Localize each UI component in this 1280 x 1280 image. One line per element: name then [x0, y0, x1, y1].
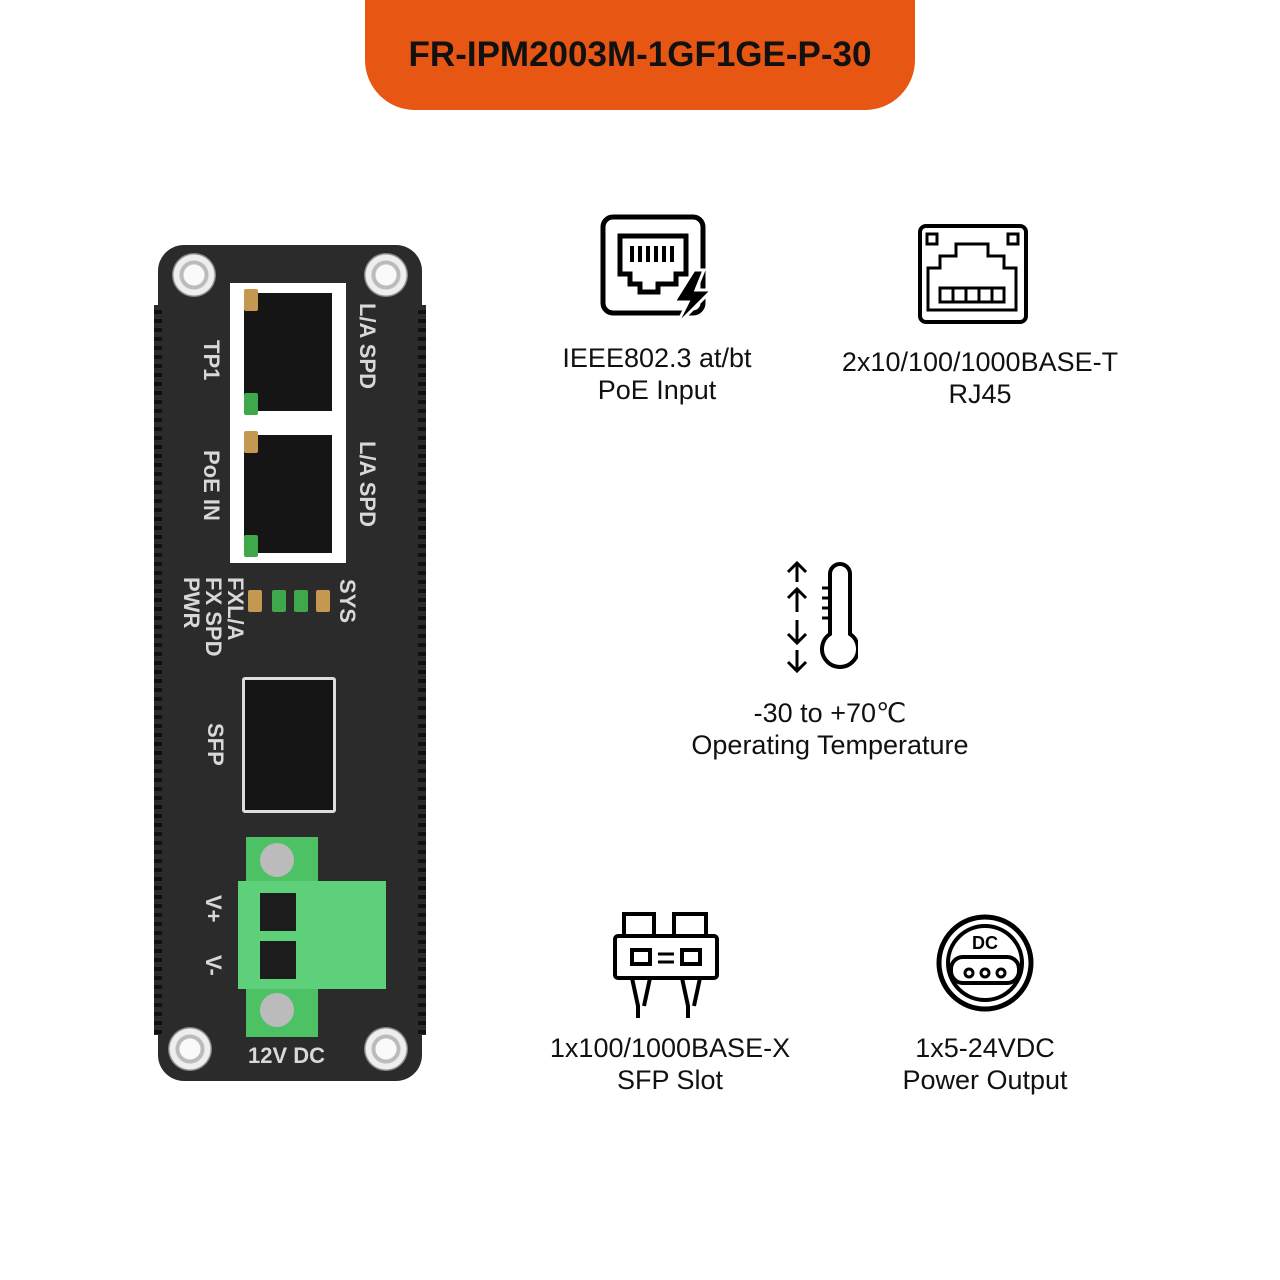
feature-line: -30 to +70℃ — [753, 698, 907, 728]
led — [248, 590, 262, 612]
led — [294, 590, 308, 612]
sfp-slot-icon — [613, 912, 719, 1018]
status-label: FXL/A — [223, 577, 248, 641]
model-title: FR-IPM2003M-1GF1GE-P-30 — [408, 35, 872, 74]
screw-icon — [364, 1027, 408, 1071]
sfp-label: SFP — [203, 723, 228, 766]
feature-line: RJ45 — [948, 379, 1012, 409]
power-input-label: 12V DC — [248, 1043, 326, 1068]
screw-icon — [172, 253, 216, 297]
feature-line: IEEE802.3 at/bt — [562, 343, 752, 373]
feature-line: PoE Input — [597, 375, 717, 405]
status-label: PWR — [179, 577, 204, 629]
power-label: V+ — [201, 895, 226, 923]
feature-line: SFP Slot — [616, 1065, 724, 1095]
led — [316, 590, 330, 612]
power-label: V- — [201, 955, 226, 976]
rj45-port-poe-in[interactable] — [244, 435, 332, 553]
rj45-ports — [230, 283, 346, 563]
sfp-slot[interactable] — [242, 677, 336, 813]
feature-line: 1x5-24VDC — [915, 1033, 1055, 1063]
heatsink-ridges — [418, 305, 426, 1035]
feature-line: Power Output — [902, 1065, 1068, 1095]
dc-power-icon: DC — [935, 913, 1035, 1013]
port-label: TP1 — [199, 340, 224, 381]
led-label: L/A SPD — [355, 303, 380, 389]
feature-line: Operating Temperature — [691, 730, 969, 760]
feature-line: 1x100/1000BASE-X — [549, 1033, 791, 1063]
poe-port-icon — [600, 214, 716, 326]
led — [244, 393, 258, 415]
power-terminal[interactable] — [238, 837, 386, 1037]
dc-icon-text: DC — [972, 933, 998, 953]
led — [272, 590, 286, 612]
led-label: L/A SPD — [355, 441, 380, 527]
feature-line: 2x10/100/1000BASE-T — [841, 347, 1119, 377]
port-label: PoE IN — [199, 450, 224, 521]
device-image: TP1 PoE IN L/A SPD L/A SPD FXL/A FX SPD … — [154, 245, 426, 1081]
model-banner: FR-IPM2003M-1GF1GE-P-30 — [365, 0, 915, 110]
heatsink-ridges — [154, 305, 162, 1035]
led — [244, 289, 258, 311]
rj45-port-icon — [918, 224, 1028, 324]
led — [244, 431, 258, 453]
led — [244, 535, 258, 557]
thermometer-icon — [786, 560, 858, 674]
status-label: SYS — [335, 579, 360, 624]
screw-icon — [168, 1027, 212, 1071]
status-label: FX SPD — [201, 577, 226, 657]
screw-icon — [364, 253, 408, 297]
rj45-port-tp1[interactable] — [244, 293, 332, 411]
